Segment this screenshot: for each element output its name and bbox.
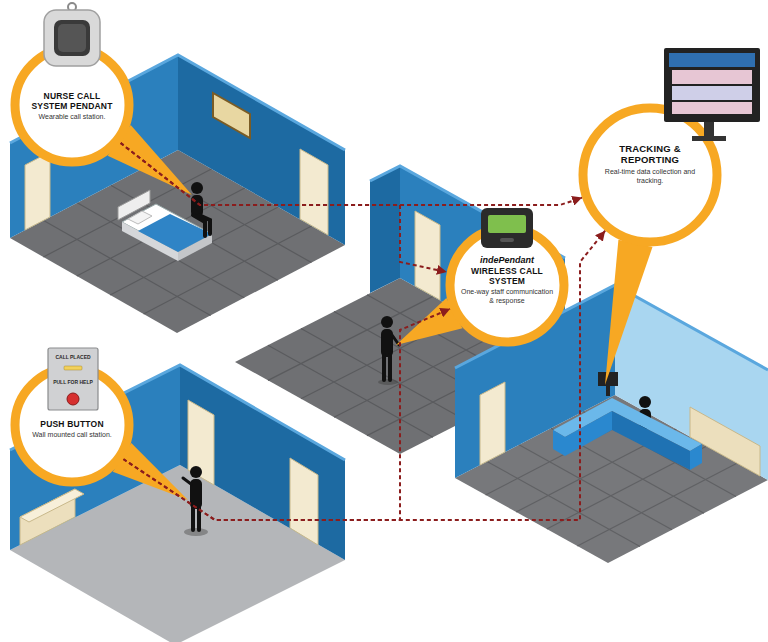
callout-description: Wearable call station.	[28, 113, 116, 122]
bed-blanket	[138, 214, 212, 252]
callout-text: indePendantWIRELESS CALL SYSTEM One-way s…	[459, 255, 555, 306]
desk-front	[690, 444, 702, 470]
person-legs	[193, 507, 199, 530]
monitor-base	[692, 136, 726, 141]
signal-connector	[123, 309, 450, 520]
pager-screen	[488, 215, 526, 233]
callout-circle: TRACKING & REPORTING Real-time data colle…	[578, 103, 722, 247]
cabinet	[690, 407, 760, 476]
picture-frame	[213, 93, 250, 138]
door	[415, 211, 440, 300]
wall	[180, 365, 345, 560]
callout-ring-shape	[15, 368, 129, 482]
desk-front	[612, 411, 690, 470]
plate-text: PULL FOR HELP	[48, 380, 98, 386]
monitor-stand	[704, 122, 714, 137]
monitor-bar	[669, 53, 755, 67]
wall	[10, 365, 180, 550]
callout-pointer	[605, 240, 653, 385]
door	[290, 458, 318, 545]
pager-button	[500, 238, 514, 242]
pendant-button-face	[58, 24, 86, 52]
monitor-row	[672, 102, 752, 114]
brand-name: indePendant	[459, 255, 555, 266]
door	[480, 382, 505, 465]
plate-text: CALL PLACED	[48, 355, 98, 361]
pager-body	[481, 208, 533, 248]
callout-heading: WIRELESS CALL SYSTEM	[459, 266, 555, 286]
callout-ring	[578, 103, 722, 247]
door	[188, 400, 214, 485]
door	[25, 152, 50, 230]
monitor-row	[672, 86, 752, 100]
plate-label: CALL PLACED	[48, 355, 98, 361]
callout-text: NURSE CALL SYSTEM PENDANT Wearable call s…	[28, 91, 116, 122]
desk-front	[553, 430, 565, 456]
callout-circle: NURSE CALL SYSTEM PENDANT Wearable call s…	[10, 43, 134, 167]
callout-description: Wall mounted call station.	[27, 431, 117, 440]
person-head	[191, 182, 203, 194]
call-plate	[48, 348, 98, 410]
person-legs	[384, 355, 390, 380]
person-legs	[193, 215, 210, 236]
callout-text: PUSH BUTTON Wall mounted call station.	[27, 419, 117, 440]
call-button	[67, 393, 79, 405]
bed-pillow	[128, 211, 152, 224]
callout-description: One-way staff communication & response	[459, 288, 555, 306]
person-head	[381, 316, 393, 328]
desk-front	[565, 411, 612, 456]
callout-circle: indePendantWIRELESS CALL SYSTEM One-way s…	[445, 223, 569, 347]
callout-ring-shape	[583, 108, 717, 242]
person-shadow	[184, 528, 208, 536]
callout-heading: TRACKING & REPORTING	[600, 143, 700, 166]
monitor-frame	[664, 48, 760, 122]
callout-heading: NURSE CALL SYSTEM PENDANT	[28, 91, 116, 111]
person-arm	[183, 478, 191, 484]
callout-ring-shape	[450, 228, 564, 342]
callout-ring-shape	[15, 48, 129, 162]
person-head	[190, 466, 202, 478]
signal-connector	[123, 231, 605, 520]
monitor-row	[672, 70, 752, 84]
callout-description: Real-time data collection and tracking.	[600, 168, 700, 186]
callout-heading: PUSH BUTTON	[27, 419, 117, 429]
cabinet-top	[20, 489, 84, 522]
person-body	[381, 329, 393, 357]
connectors	[120, 143, 605, 520]
pendant-button	[54, 20, 90, 56]
pendant-body	[44, 10, 100, 66]
signal-connector	[120, 143, 446, 272]
desk-monitor-stand	[606, 386, 610, 396]
plate-label: PULL FOR HELP	[48, 380, 98, 386]
wall	[370, 166, 400, 293]
pendant-loop	[68, 3, 76, 11]
person-head	[639, 396, 651, 408]
signal-connector	[120, 143, 582, 205]
door	[300, 149, 328, 235]
wall	[178, 55, 345, 245]
wall	[615, 285, 768, 480]
call-light	[64, 366, 82, 370]
callout-text: TRACKING & REPORTING Real-time data colle…	[600, 143, 700, 185]
